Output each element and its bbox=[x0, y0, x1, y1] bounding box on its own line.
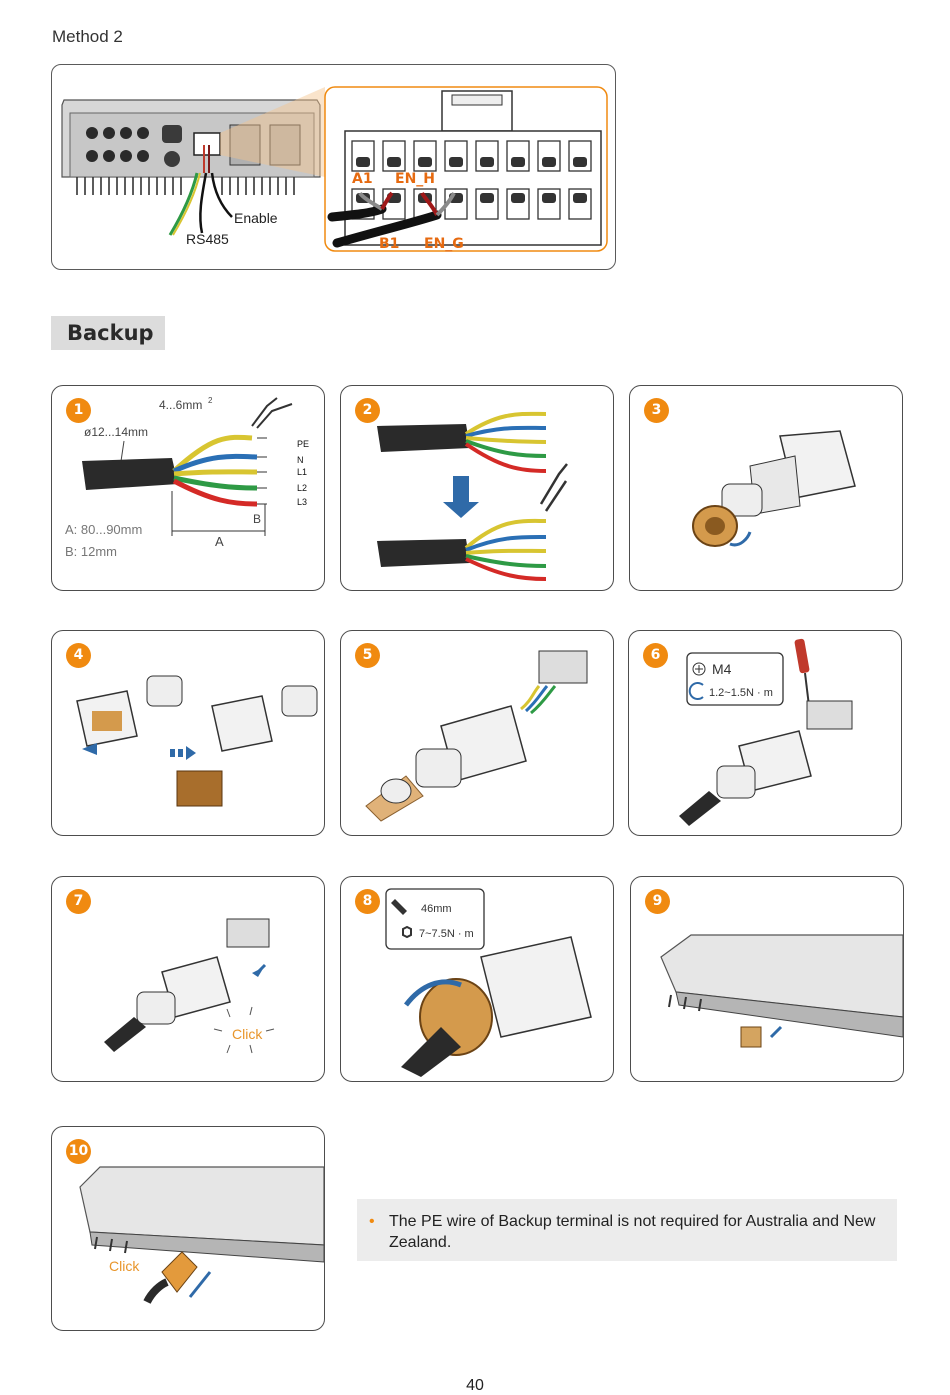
connector-nut-illustration bbox=[630, 386, 902, 590]
screw-size-label: M4 bbox=[712, 661, 732, 677]
step-card-8: 8 46mm 7~7.5N · m bbox=[340, 876, 614, 1082]
crimp-terminals-illustration bbox=[341, 386, 613, 590]
torque-label: 1.2~1.5N · m bbox=[709, 687, 773, 699]
insert-connector-illustration: Click bbox=[52, 1127, 324, 1330]
step-card-7: 7 Click bbox=[51, 876, 325, 1082]
wire-label-pe: PE bbox=[297, 439, 309, 449]
enable-label: Enable bbox=[234, 210, 278, 226]
dimension-mark-a: A bbox=[215, 534, 224, 549]
step-card-10: 10 Click bbox=[51, 1126, 325, 1331]
connector-assembly-illustration: Click bbox=[52, 877, 324, 1081]
wire-size-label: 4...6mm bbox=[159, 398, 202, 412]
step-number-badge: 6 bbox=[643, 643, 668, 668]
screw-tightening-illustration: M4 1.2~1.5N · m bbox=[629, 631, 901, 835]
note-box: • The PE wire of Backup terminal is not … bbox=[357, 1199, 897, 1261]
step-card-2: 2 bbox=[340, 385, 614, 591]
en-g-label: EN_G bbox=[424, 236, 464, 252]
remove-dust-cover-illustration bbox=[631, 877, 903, 1081]
step-number-badge: 1 bbox=[66, 398, 91, 423]
step-number-badge: 8 bbox=[355, 889, 380, 914]
click-label: Click bbox=[232, 1026, 263, 1042]
a1-label: A1 bbox=[352, 171, 373, 187]
dimension-b-spec: B: 12mm bbox=[65, 544, 117, 559]
connector-disassembly-illustration bbox=[52, 631, 324, 835]
dimension-a-spec: A: 80...90mm bbox=[65, 522, 142, 537]
step-number-badge: 9 bbox=[645, 889, 670, 914]
cable-strip-illustration: 4...6mm 2 ø12...14mm PE N L1 L2 L3 A B A… bbox=[52, 386, 324, 590]
en-h-label: EN_H bbox=[395, 171, 435, 187]
step-card-6: 6 M4 1.2~1.5N · m bbox=[628, 630, 902, 836]
method-diagram: A1 EN_H B1 EN_G Enable RS485 bbox=[51, 64, 616, 270]
step-number-badge: 2 bbox=[355, 398, 380, 423]
communication-wiring-illustration: A1 EN_H B1 EN_G Enable RS485 bbox=[52, 65, 614, 268]
step-number-badge: 10 bbox=[66, 1139, 91, 1164]
wire-label-n: N bbox=[297, 455, 304, 465]
note-text: The PE wire of Backup terminal is not re… bbox=[389, 1211, 879, 1253]
step-card-1: 1 4...6mm 2 ø12...14mm PE N L1 L2 L3 A B… bbox=[51, 385, 325, 591]
section-heading: Backup bbox=[51, 316, 165, 350]
rs485-label: RS485 bbox=[186, 231, 229, 247]
wire-label-l1: L1 bbox=[297, 467, 307, 477]
wire-label-l2: L2 bbox=[297, 483, 307, 493]
cable-threading-illustration bbox=[341, 631, 613, 835]
page-number: 40 bbox=[0, 1377, 950, 1395]
step-number-badge: 7 bbox=[66, 889, 91, 914]
bullet-icon: • bbox=[369, 1213, 375, 1231]
wrench-size-label: 46mm bbox=[421, 903, 452, 915]
click-label: Click bbox=[109, 1258, 140, 1274]
step-card-5: 5 bbox=[340, 630, 614, 836]
step-number-badge: 4 bbox=[66, 643, 91, 668]
cable-diameter-label: ø12...14mm bbox=[84, 425, 148, 439]
step-card-4: 4 bbox=[51, 630, 325, 836]
torque-label: 7~7.5N · m bbox=[419, 928, 474, 940]
method-title: Method 2 bbox=[52, 27, 123, 47]
wire-size-superscript: 2 bbox=[208, 396, 213, 405]
nut-tightening-illustration: 46mm 7~7.5N · m bbox=[341, 877, 613, 1081]
dimension-mark-b: B bbox=[253, 512, 261, 526]
b1-label: B1 bbox=[379, 236, 399, 252]
step-card-3: 3 bbox=[629, 385, 903, 591]
wire-label-l3: L3 bbox=[297, 497, 307, 507]
step-number-badge: 5 bbox=[355, 643, 380, 668]
step-card-9: 9 bbox=[630, 876, 904, 1082]
step-number-badge: 3 bbox=[644, 398, 669, 423]
section-title: Backup bbox=[67, 321, 154, 345]
